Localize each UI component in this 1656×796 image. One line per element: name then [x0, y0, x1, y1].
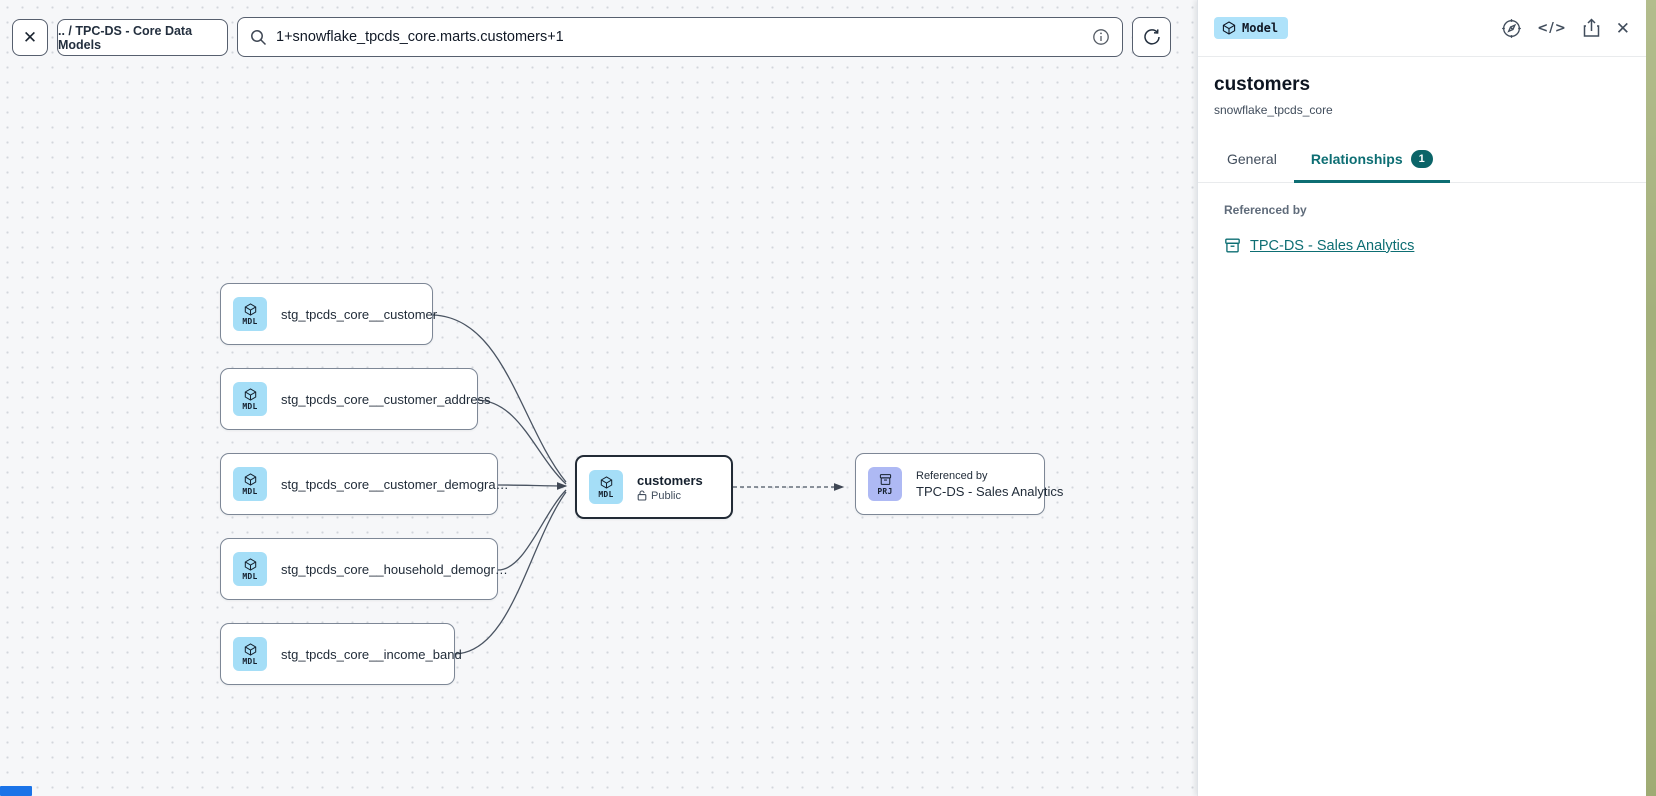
model-type-badge: MDL: [233, 297, 267, 331]
model-type-badge: MDL: [233, 467, 267, 501]
entity-type-badge: Model: [1214, 17, 1289, 39]
model-node-stg-customer[interactable]: MDL stg_tpcds_core__customer: [220, 283, 437, 345]
cube-icon: [1222, 21, 1236, 35]
model-node-stg-customer-demographics[interactable]: MDL stg_tpcds_core__customer_demogra…: [220, 453, 509, 515]
cube-icon: [244, 642, 257, 656]
tab-label: General: [1227, 151, 1277, 168]
tab-label: Relationships: [1310, 151, 1403, 168]
relationships-count-badge: 1: [1410, 150, 1433, 169]
node-label: stg_tpcds_core__customer_demogra…: [281, 476, 509, 492]
lineage-search[interactable]: [237, 17, 1123, 57]
referenced-project-row: TPC-DS - Sales Analytics: [1224, 237, 1630, 254]
search-input[interactable]: [276, 29, 1083, 45]
refresh-icon: [1143, 28, 1161, 46]
close-panel-icon[interactable]: ✕: [1615, 18, 1630, 38]
tab-general[interactable]: General: [1210, 139, 1294, 183]
close-lineage-button[interactable]: ✕: [12, 19, 48, 56]
entity-title: customers: [1214, 74, 1311, 95]
model-node-customers-selected[interactable]: MDL customers Public: [575, 455, 733, 519]
node-label: stg_tpcds_core__household_demogr…: [281, 561, 508, 577]
info-icon[interactable]: [1092, 28, 1110, 46]
lock-icon: [637, 490, 647, 501]
archive-icon: [879, 473, 892, 486]
code-icon[interactable]: </>: [1537, 20, 1567, 36]
badge-label: MDL: [598, 489, 614, 499]
badge-label: MDL: [242, 316, 258, 326]
entity-type-label: Model: [1242, 21, 1279, 35]
node-label: stg_tpcds_core__customer_address: [281, 391, 491, 407]
archive-icon: [1224, 237, 1241, 254]
badge-label: PRJ: [877, 486, 893, 496]
model-type-badge: MDL: [233, 382, 267, 416]
explore-compass-icon[interactable]: [1501, 18, 1522, 39]
breadcrumb-label: .. / TPC-DS - Core Data Models: [58, 23, 193, 52]
loading-indicator: [0, 786, 32, 796]
detail-tabs: General Relationships 1: [1198, 139, 1646, 184]
badge-label: MDL: [242, 656, 258, 666]
project-type-badge: PRJ: [868, 467, 902, 501]
cube-icon: [600, 475, 613, 489]
node-label: stg_tpcds_core__income_band: [281, 646, 462, 662]
project-node-sales-analytics[interactable]: PRJ Referenced by TPC-DS - Sales Analyti…: [855, 453, 1063, 515]
cube-icon: [244, 557, 257, 571]
referenced-project-link[interactable]: TPC-DS - Sales Analytics: [1250, 237, 1415, 254]
desktop-wallpaper-sliver: [1646, 0, 1656, 796]
model-type-badge: MDL: [233, 552, 267, 586]
refresh-button[interactable]: [1132, 17, 1171, 57]
close-icon: ✕: [22, 28, 38, 47]
cube-icon: [244, 472, 257, 486]
share-icon[interactable]: [1582, 18, 1601, 38]
referenced-by-heading: Referenced by: [1224, 203, 1307, 218]
model-type-badge: MDL: [233, 637, 267, 671]
node-label: customers: [637, 472, 703, 488]
badge-label: MDL: [242, 486, 258, 496]
search-icon: [250, 29, 267, 46]
tab-relationships[interactable]: Relationships 1: [1293, 139, 1450, 184]
entity-subtitle: snowflake_tpcds_core: [1214, 103, 1333, 117]
node-label: stg_tpcds_core__customer: [281, 306, 438, 322]
detail-panel: Model </> ✕ customers snowflake_tpcds_co…: [1197, 0, 1646, 796]
node-overline: Referenced by: [916, 469, 988, 482]
detail-panel-header: Model </> ✕: [1198, 0, 1646, 57]
cube-icon: [244, 302, 257, 316]
cube-icon: [244, 387, 257, 401]
badge-label: MDL: [242, 571, 258, 581]
node-access-label: Public: [651, 489, 681, 502]
breadcrumb[interactable]: .. / TPC-DS - Core Data Models: [57, 19, 228, 56]
model-type-badge: MDL: [589, 470, 623, 504]
lineage-edges: [432, 314, 845, 655]
node-label: TPC-DS - Sales Analytics: [916, 483, 1064, 499]
model-node-stg-income-band[interactable]: MDL stg_tpcds_core__income_band: [220, 623, 462, 685]
model-node-stg-customer-address[interactable]: MDL stg_tpcds_core__customer_address: [220, 368, 491, 430]
badge-label: MDL: [242, 401, 258, 411]
model-node-stg-household-demographics[interactable]: MDL stg_tpcds_core__household_demogr…: [220, 538, 508, 600]
